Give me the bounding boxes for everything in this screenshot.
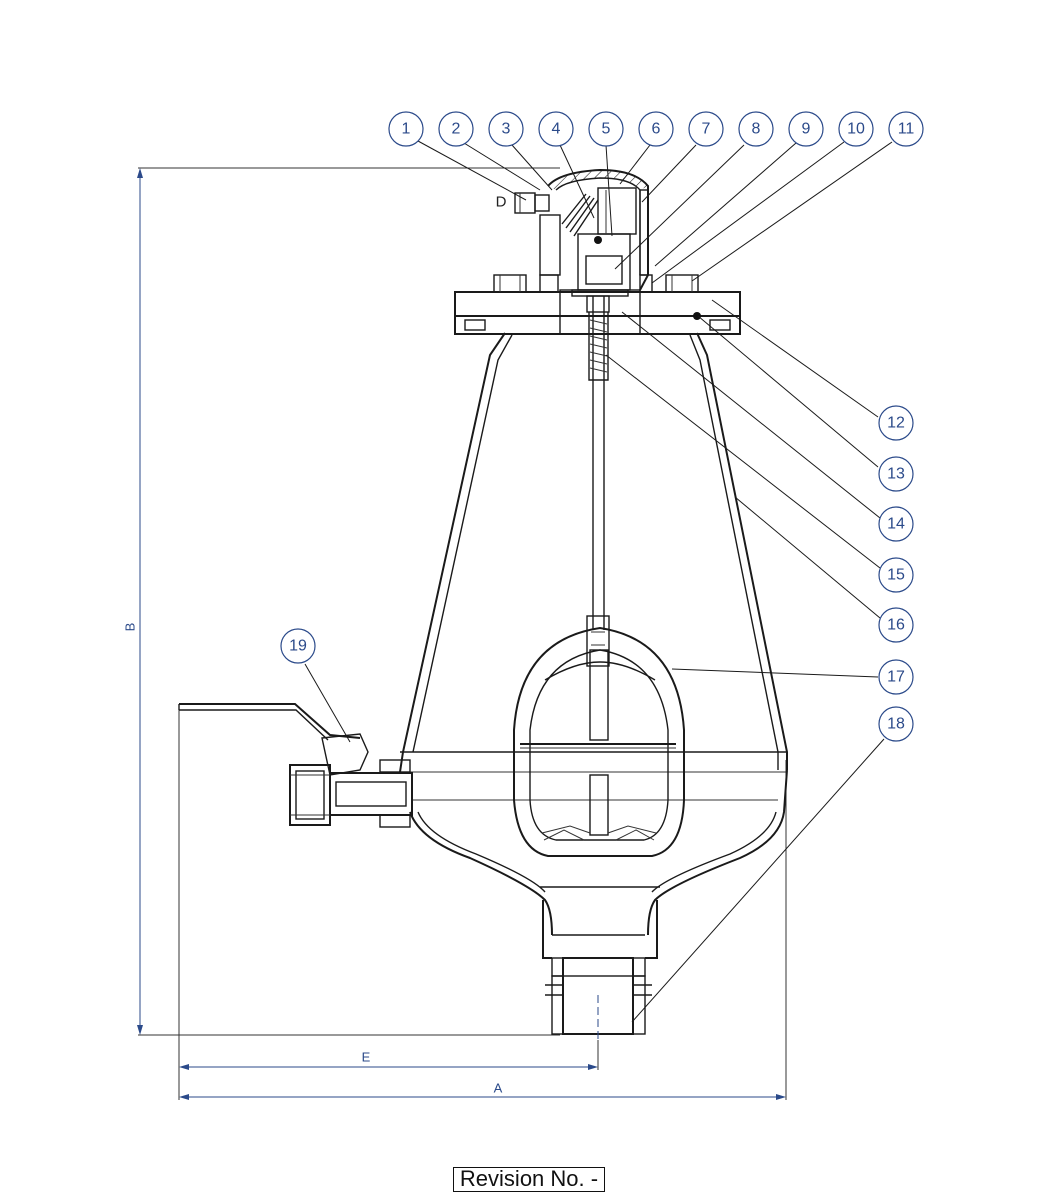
balloon-7: 7 (688, 111, 724, 147)
balloon-17: 17 (878, 659, 914, 695)
float-stem (586, 295, 610, 667)
head-assembly: D (496, 168, 653, 297)
balloon-9: 9 (788, 111, 824, 147)
dimension-b: B (123, 167, 560, 1036)
leader-lines (304, 140, 893, 1023)
svg-text:15: 15 (887, 567, 905, 584)
revision-label: Revision No. - (453, 1167, 605, 1192)
svg-text:12: 12 (887, 415, 905, 432)
balloon-5: 5 (588, 111, 624, 147)
svg-text:11: 11 (898, 121, 915, 138)
balloon-2: 2 (438, 111, 474, 147)
dimension-e: E (178, 706, 599, 1100)
balloon-3: 3 (488, 111, 524, 147)
balloon-11: 11 (888, 111, 924, 147)
balloon-14: 14 (878, 506, 914, 542)
balloon-8: 8 (738, 111, 774, 147)
balloon-4: 4 (538, 111, 574, 147)
dimension-e-label: E (362, 1050, 371, 1065)
balloon-19: 19 (280, 628, 316, 664)
svg-text:14: 14 (887, 516, 905, 533)
svg-text:7: 7 (702, 121, 711, 138)
svg-text:8: 8 (752, 121, 761, 138)
valve-body (399, 332, 788, 959)
float-ball (513, 626, 685, 857)
balloon-15: 15 (878, 557, 914, 593)
svg-text:5: 5 (602, 121, 611, 138)
balloon-13: 13 (878, 456, 914, 492)
balloon-10: 10 (838, 111, 874, 147)
svg-text:2: 2 (452, 121, 461, 138)
balloon-12: 12 (878, 405, 914, 441)
svg-text:6: 6 (652, 121, 661, 138)
balloon-18: 18 (878, 706, 914, 742)
balloon-group: 1 2 3 4 5 6 7 8 9 10 11 12 13 14 15 16 1… (280, 111, 924, 742)
side-ball-valve (178, 703, 413, 828)
svg-text:3: 3 (502, 121, 511, 138)
svg-text:17: 17 (887, 669, 905, 686)
balloon-16: 16 (878, 607, 914, 643)
svg-text:18: 18 (887, 716, 905, 733)
svg-text:16: 16 (887, 617, 905, 634)
dimension-a: A (179, 760, 787, 1100)
svg-text:13: 13 (887, 466, 905, 483)
top-flange (454, 274, 741, 335)
dimension-a-label: A (494, 1081, 503, 1096)
detail-d-label: D (496, 194, 507, 211)
svg-text:10: 10 (847, 121, 865, 138)
balloon-1: 1 (388, 111, 424, 147)
drain-fitting (545, 957, 652, 1040)
svg-text:19: 19 (289, 638, 307, 655)
dimension-b-label: B (123, 623, 138, 632)
svg-text:1: 1 (402, 121, 411, 138)
svg-text:9: 9 (802, 121, 811, 138)
svg-text:4: 4 (552, 121, 561, 138)
balloon-6: 6 (638, 111, 674, 147)
